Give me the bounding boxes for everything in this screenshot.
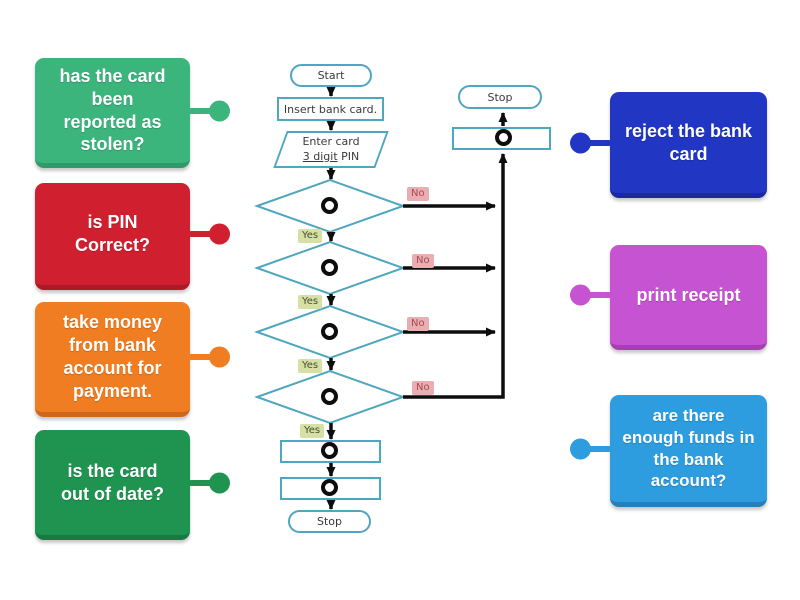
connector-line xyxy=(188,479,214,486)
answer-card-label: is the card out of date? xyxy=(61,460,164,504)
label-yes-4: Yes xyxy=(300,424,325,438)
enter-pin-underlined: 3 digit xyxy=(302,149,338,163)
drop-target-decision-3[interactable] xyxy=(321,323,338,340)
answer-card-label: print receipt xyxy=(636,284,741,305)
connector-dot[interactable] xyxy=(209,223,230,245)
enter-pin-line1: Enter card xyxy=(302,134,360,148)
connector-line xyxy=(188,354,214,360)
answer-card-label: is PIN Correct? xyxy=(74,212,150,255)
connector-dot[interactable] xyxy=(570,438,591,459)
connector-dot[interactable] xyxy=(209,346,230,368)
enter-pin-rest: PIN xyxy=(341,149,360,163)
answer-card-print-receipt[interactable]: print receipt xyxy=(570,245,767,350)
flowchart-stop-bottom: Stop xyxy=(288,510,371,533)
answer-card-label: take money from bank account for payment… xyxy=(62,312,163,401)
connector-line xyxy=(188,231,214,237)
label-no-4: No xyxy=(412,381,434,395)
connector-line xyxy=(586,292,612,298)
drop-target-decision-1[interactable] xyxy=(321,197,338,214)
label-yes-3: Yes xyxy=(298,359,323,373)
drop-target-reject[interactable] xyxy=(495,129,512,146)
flowchart-start: Start xyxy=(290,64,372,87)
label-no-1: No xyxy=(407,187,429,201)
label-yes-2: Yes xyxy=(298,295,323,309)
answer-card-label: are there enough funds in the bank accou… xyxy=(622,406,755,491)
connector-line xyxy=(586,445,612,452)
connector-dot[interactable] xyxy=(209,472,230,493)
label-no-3: No xyxy=(407,317,429,331)
label-no-2: No xyxy=(412,254,434,268)
enter-pin-text: Enter card 3 digit PIN xyxy=(268,131,394,168)
connector-line xyxy=(586,139,612,146)
connector-line xyxy=(188,107,214,114)
answer-card-reject[interactable]: reject the bank card xyxy=(570,92,767,198)
answer-card-take-money[interactable]: take money from bank account for payment… xyxy=(35,302,230,417)
connector-dot[interactable] xyxy=(209,100,230,121)
flowchart-enter-pin: Enter card 3 digit PIN xyxy=(268,131,394,168)
drop-target-action-2[interactable] xyxy=(321,479,338,496)
answer-card-pin-correct[interactable]: is PIN Correct? xyxy=(35,183,230,290)
drop-target-decision-4[interactable] xyxy=(321,388,338,405)
answer-card-label: has the card been reported as stolen? xyxy=(59,65,166,155)
flow-arrows xyxy=(326,86,508,510)
connector-dot[interactable] xyxy=(570,132,591,153)
drop-target-action-1[interactable] xyxy=(321,442,338,459)
label-yes-1: Yes xyxy=(298,229,323,243)
connector-dot[interactable] xyxy=(570,284,591,306)
answer-card-enough-funds[interactable]: are there enough funds in the bank accou… xyxy=(570,395,767,507)
flowchart-stop-top: Stop xyxy=(458,85,542,109)
flowchart-insert-card: Insert bank card. xyxy=(277,97,384,121)
answer-card-label: reject the bank card xyxy=(624,120,753,164)
enter-pin-line2: 3 digit PIN xyxy=(303,150,360,165)
drop-target-decision-2[interactable] xyxy=(321,259,338,276)
answer-card-out-of-date[interactable]: is the card out of date? xyxy=(35,430,230,540)
answer-card-stolen[interactable]: has the card been reported as stolen? xyxy=(35,58,230,168)
